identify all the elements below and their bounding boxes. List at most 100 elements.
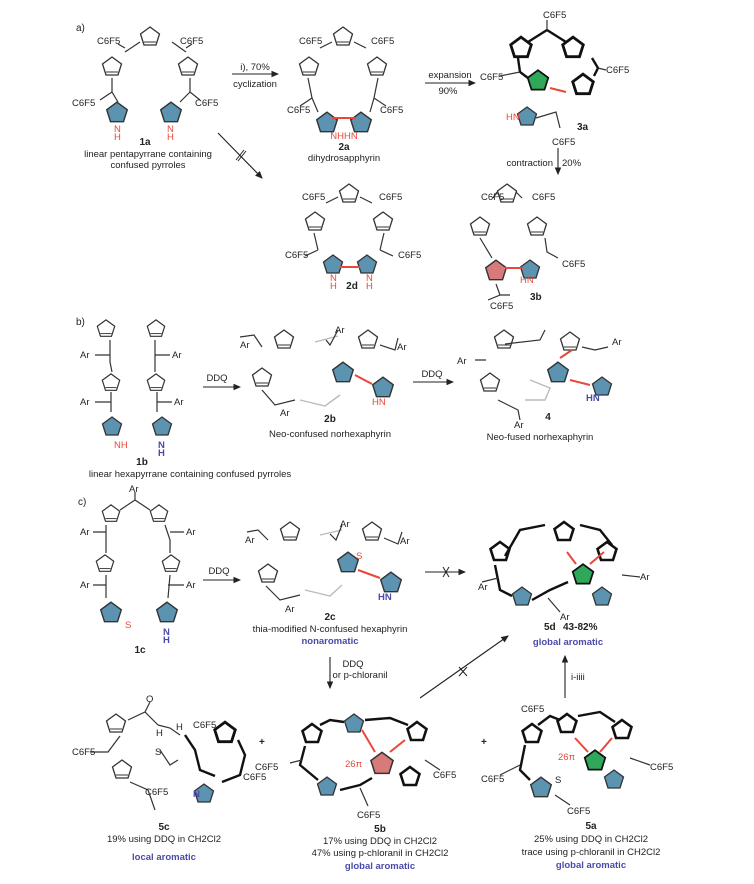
ar-label: Ar xyxy=(400,536,410,547)
svg-text:S: S xyxy=(555,775,561,786)
conditions-i-iiii: i-iiii xyxy=(571,672,585,683)
ar-label: Ar xyxy=(186,527,196,538)
ddq-label: DDQ xyxy=(206,373,227,384)
cyclization-conditions: i), 70% xyxy=(240,62,270,73)
compound-label-4: 4 xyxy=(545,412,551,423)
compound-label-5c: 5c xyxy=(158,822,170,833)
yield-5d: 43-82% xyxy=(563,622,598,633)
compound-label-3a: 3a xyxy=(577,122,589,133)
ar-label: Ar xyxy=(80,350,90,361)
svg-text:S: S xyxy=(125,620,131,631)
c6f5-label: C6F5 xyxy=(97,36,120,47)
compound-label-2d: 2d xyxy=(346,281,358,292)
compound-label-1c: 1c xyxy=(134,645,146,656)
compound-label-1b: 1b xyxy=(136,457,148,468)
c6f5-label: C6F5 xyxy=(562,259,585,270)
nhhn-label: NHHN xyxy=(330,131,358,142)
cyclization-label: cyclization xyxy=(233,79,277,90)
svg-text:H: H xyxy=(114,132,121,143)
c6f5-label: C6F5 xyxy=(481,192,504,203)
yield-5a-line1: 25% using DDQ in CH2Cl2 xyxy=(534,834,648,845)
contraction-label: contraction xyxy=(507,158,553,169)
compound-4-structure: Ar Ar Ar HN xyxy=(457,329,622,431)
svg-text:N: N xyxy=(193,789,200,800)
caption-1b: linear hexapyrrane containing confused p… xyxy=(89,469,292,480)
c6f5-label: C6F5 xyxy=(552,137,575,148)
compound-label-2a: 2a xyxy=(338,142,350,153)
svg-text:O: O xyxy=(146,694,153,705)
ar-label: Ar xyxy=(340,519,350,530)
caption-1a-line1: linear pentapyrrane containing xyxy=(84,149,212,160)
c6f5-label: C6F5 xyxy=(650,762,673,773)
compound-5d-structure: Ar Ar Ar xyxy=(478,520,650,623)
pi-electron-label-5b: 26π xyxy=(345,759,363,770)
ar-label: Ar xyxy=(245,535,255,546)
compound-2c-structure: Ar Ar Ar Ar S HN xyxy=(245,519,410,615)
c6f5-label: C6F5 xyxy=(243,772,266,783)
caption-2c: thia-modified N-confused hexaphyrin xyxy=(253,624,408,635)
ar-label: Ar xyxy=(285,604,295,615)
aromaticity-5a: global aromatic xyxy=(556,860,626,871)
plus-sign: + xyxy=(481,737,487,748)
yield-5a-line2: trace using p-chloranil in CH2Cl2 xyxy=(522,847,661,858)
compound-1a-structure: C6F5 C6F5 C6F5 C6F5 NH NH xyxy=(72,26,218,143)
ar-label: Ar xyxy=(612,337,622,348)
aromaticity-5c: local aromatic xyxy=(132,852,196,863)
c6f5-label: C6F5 xyxy=(193,720,216,731)
c6f5-label: C6F5 xyxy=(433,770,456,781)
ar-label: Ar xyxy=(240,340,250,351)
c6f5-label: C6F5 xyxy=(287,105,310,116)
ddq-label: DDQ xyxy=(208,566,229,577)
c6f5-label: C6F5 xyxy=(481,774,504,785)
svg-text:N: N xyxy=(158,440,165,451)
caption-4: Neo-fused norhexaphyrin xyxy=(487,432,594,443)
c6f5-label: C6F5 xyxy=(379,192,402,203)
pi-electron-label-5a: 26π xyxy=(558,752,576,763)
plus-sign: + xyxy=(259,737,265,748)
svg-text:S: S xyxy=(155,747,161,758)
blocked-mark xyxy=(458,666,468,677)
ar-label: Ar xyxy=(80,580,90,591)
compound-3b-structure: C6F5 C6F5 C6F5 C6F5 HN xyxy=(469,183,585,312)
aromaticity-5d: global aromatic xyxy=(533,637,603,648)
expansion-label: expansion xyxy=(428,70,471,81)
c6f5-label: C6F5 xyxy=(398,250,421,261)
c6f5-label: C6F5 xyxy=(255,762,278,773)
c6f5-label: C6F5 xyxy=(380,105,403,116)
svg-text:N: N xyxy=(167,124,174,135)
ar-label: Ar xyxy=(172,350,182,361)
svg-text:H: H xyxy=(167,132,174,143)
compound-label-5a: 5a xyxy=(585,821,597,832)
c6f5-label: C6F5 xyxy=(285,250,308,261)
caption-2a: dihydrosapphyrin xyxy=(308,153,380,164)
arrow-blocked-5b-5d xyxy=(419,635,509,699)
ar-label: Ar xyxy=(640,572,650,583)
section-label-c: c) xyxy=(78,497,86,508)
compound-5b-structure: 26π C6F5 C6F5 C6F5 xyxy=(255,713,456,821)
compound-1c-structure: Ar Ar Ar Ar Ar S NH xyxy=(80,484,196,646)
ar-label: Ar xyxy=(80,397,90,408)
section-label-a: a) xyxy=(76,23,85,34)
aromaticity-2c: nonaromatic xyxy=(301,636,358,647)
caption-1a-line2: confused pyrroles xyxy=(111,160,186,171)
ar-label: Ar xyxy=(174,397,184,408)
ar-label: Ar xyxy=(129,484,139,495)
ar-label: Ar xyxy=(80,527,90,538)
blocked-mark xyxy=(442,566,450,578)
aromaticity-5b: global aromatic xyxy=(345,861,415,872)
caption-2b: Neo-confused norhexaphyrin xyxy=(269,429,391,440)
c6f5-label: C6F5 xyxy=(299,36,322,47)
ar-label: Ar xyxy=(335,325,345,336)
c6f5-label: C6F5 xyxy=(480,72,503,83)
blocked-mark xyxy=(235,149,247,162)
ar-label: Ar xyxy=(186,580,196,591)
c6f5-label: C6F5 xyxy=(195,98,218,109)
compound-label-1a: 1a xyxy=(139,137,151,148)
yield-5b-line1: 17% using DDQ in CH2Cl2 xyxy=(323,836,437,847)
ar-label: Ar xyxy=(397,342,407,353)
compound-2d-structure: C6F5 C6F5 C6F5 C6F5 NH NH xyxy=(285,183,421,292)
svg-text:H: H xyxy=(176,722,183,733)
svg-text:N: N xyxy=(163,627,170,638)
yield-5b-line2: 47% using p-chloranil in CH2Cl2 xyxy=(312,848,449,859)
